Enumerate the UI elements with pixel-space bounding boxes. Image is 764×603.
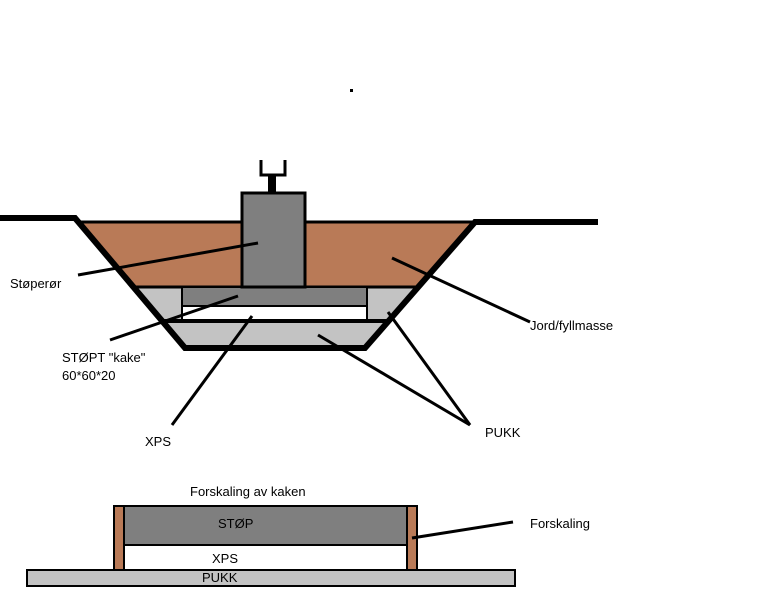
- label-forskaling: Forskaling: [530, 516, 590, 531]
- label-stop: STØP: [218, 516, 253, 531]
- label-stoperor: Støperør: [10, 276, 62, 291]
- leader-xps: [170, 315, 254, 426]
- label-xps-bottom: XPS: [212, 551, 238, 566]
- post-anchor-bracket: [259, 160, 287, 177]
- label-dimensions: 60*60*20: [62, 368, 116, 383]
- leader-jord: [391, 256, 531, 324]
- xps-block: [123, 544, 408, 571]
- label-stopt-kake: STØPT "kake": [62, 350, 146, 365]
- casting-tube: [240, 191, 307, 289]
- leader-forskaling: [411, 520, 514, 540]
- pukk-layer: [26, 569, 516, 587]
- post-anchor-stem: [268, 174, 276, 193]
- leader-stopt-kake: [109, 294, 239, 342]
- stray-dot: [350, 89, 353, 92]
- cast-slab: [181, 286, 368, 307]
- xps-layer: [181, 305, 368, 322]
- stop-block: [123, 505, 408, 546]
- pit-cross-section: [0, 160, 598, 351]
- formwork-diagram: Forskaling av kaken STØP XPS PUKK Forska…: [26, 484, 590, 587]
- gravel-bottom-fill: [161, 321, 390, 348]
- formwork-board-left: [113, 505, 125, 571]
- label-pukk-bottom: PUKK: [202, 570, 238, 585]
- leader-stoperor: [77, 241, 259, 277]
- label-xps: XPS: [145, 434, 171, 449]
- label-pukk: PUKK: [485, 425, 521, 440]
- label-jord: Jord/fyllmasse: [530, 318, 613, 333]
- leader-pukk-side: [386, 311, 472, 426]
- pit-outline: [0, 215, 598, 351]
- leader-lines: [77, 241, 531, 427]
- formwork-title: Forskaling av kaken: [190, 484, 306, 499]
- leader-pukk-bottom: [317, 333, 471, 427]
